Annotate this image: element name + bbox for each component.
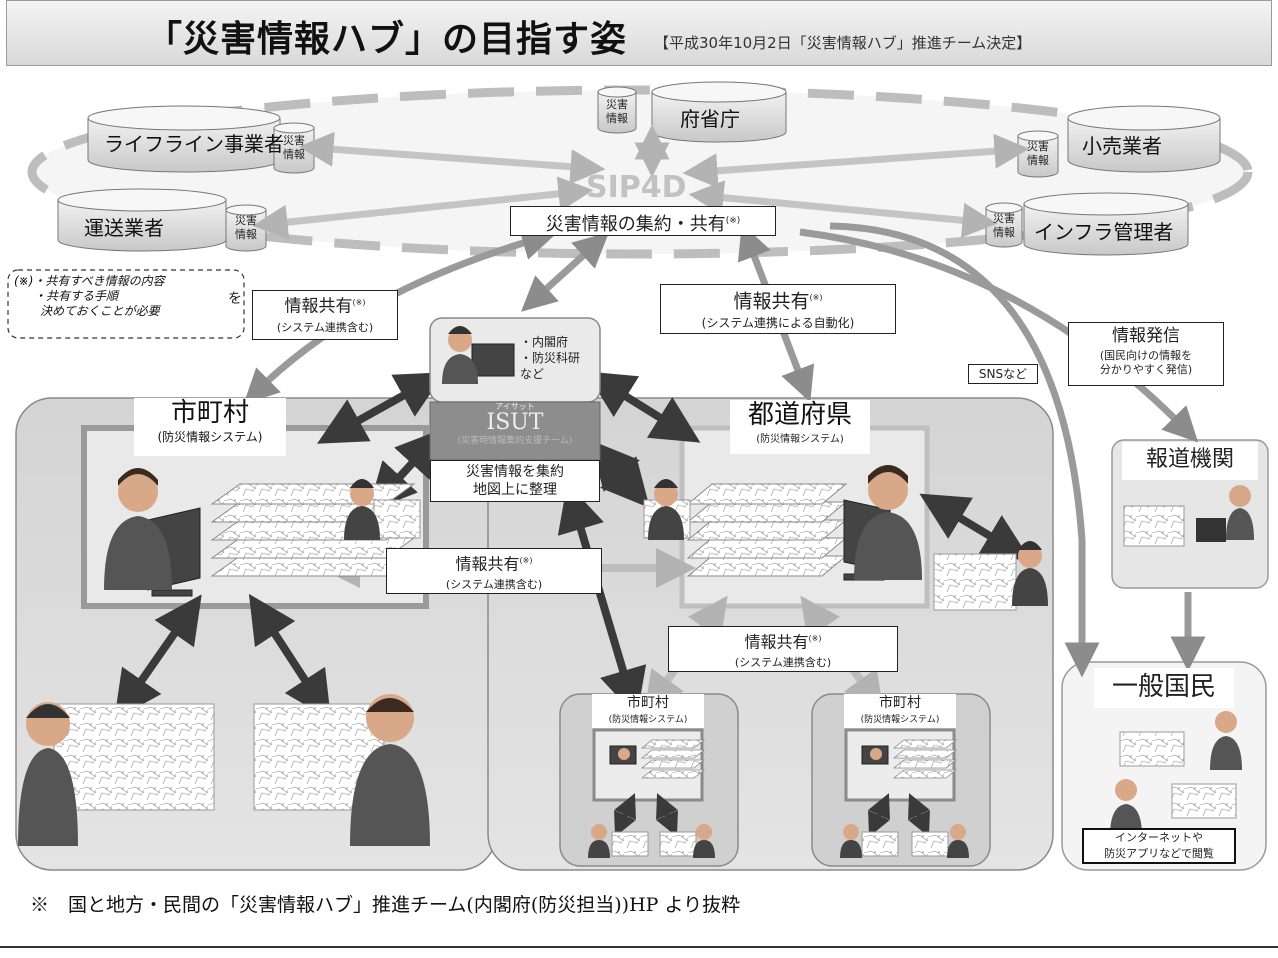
person-icons <box>18 326 1254 858</box>
share-label-left: 情報共有(※) (システム連携含む) <box>252 290 398 340</box>
decision-date-note: 【平成30年10月2日「災害情報ハブ」推進チーム決定】 <box>654 34 1032 52</box>
isut-title: アイサット ISUT (災害時情報集約支援チーム) <box>457 402 573 446</box>
public-title: 一般国民 <box>1094 668 1234 708</box>
saigai-tag-unso: 災害情報 <box>235 214 257 241</box>
isut-description: 災害情報を集約 地図上に整理 <box>430 460 600 502</box>
camera-icon <box>1196 518 1226 542</box>
label-fushocho: 府省庁 <box>680 107 740 131</box>
broadcast-label: 情報発信 (国民向けの情報を 分かりやすく発信) <box>1068 322 1224 386</box>
saigai-tag-fushocho: 災害情報 <box>606 98 628 125</box>
aggregate-share-label: 災害情報の集約・共有(※) <box>510 206 776 236</box>
sub-municipality-title-1: 市町村 (防災情報システム) <box>592 694 704 728</box>
map-layer-stack-sub-2 <box>892 739 958 779</box>
share-label-bottom: 情報共有(※) (システム連携含む) <box>668 626 898 672</box>
municipality-title: 市町村 (防災情報システム) <box>134 398 286 456</box>
map-layer-stack-prefecture <box>686 483 848 577</box>
cylinder-infra <box>1023 192 1189 256</box>
saigai-tag-kouri: 災害情報 <box>1027 140 1049 167</box>
share-label-auto: 情報共有(※) (システム連携による自動化) <box>660 284 896 334</box>
sip4d-link-arrows <box>252 124 1030 240</box>
cylinder-fushocho <box>651 81 787 143</box>
sip4d-logo: SIP4D <box>586 170 687 205</box>
saigai-tag-lifeline: 災害情報 <box>283 134 305 161</box>
label-unso: 運送業者 <box>84 216 164 240</box>
requirement-note-wo: を <box>228 291 242 307</box>
source-footnote: ※ 国と地方・民間の「災害情報ハブ」推進チーム(内閣府(防災担当))HP より抜… <box>30 894 741 916</box>
map-images <box>53 499 1237 857</box>
media-title: 報道機関 <box>1122 442 1258 480</box>
label-kouri: 小売業者 <box>1082 134 1162 158</box>
cylinder-kouri <box>1067 105 1221 173</box>
sns-label: SNSなど <box>968 364 1038 384</box>
isut-banner <box>429 401 601 461</box>
page-title: 「災害情報ハブ」の目指す姿 <box>146 19 628 60</box>
label-lifeline: ライフライン事業者 <box>104 132 284 156</box>
isut-member-list: ・内閣府 ・防災科研 など <box>520 335 581 381</box>
requirement-note: (※)・共有すべき情報の内容 ・共有する手順 決めておくことが必要 <box>14 274 165 318</box>
share-label-middle: 情報共有(※) (システム連携含む) <box>386 548 602 594</box>
label-infra: インフラ管理者 <box>1034 220 1174 244</box>
cylinder-unso <box>57 188 227 252</box>
bottom-rule <box>0 946 1278 948</box>
prefecture-title: 都道府県 (防災情報システム) <box>730 400 870 454</box>
public-access-note: インターネットや 防災アプリなどで閲覧 <box>1082 828 1236 864</box>
title-banner <box>6 0 1272 66</box>
sub-municipality-title-2: 市町村 (防災情報システム) <box>844 694 956 728</box>
requirement-note-box <box>7 269 245 339</box>
map-layer-stack-sub-1 <box>640 739 706 779</box>
saigai-tag-infra: 災害情報 <box>993 212 1015 239</box>
cylinder-lifeline <box>87 105 281 173</box>
isut-link-arrows <box>114 371 1031 837</box>
